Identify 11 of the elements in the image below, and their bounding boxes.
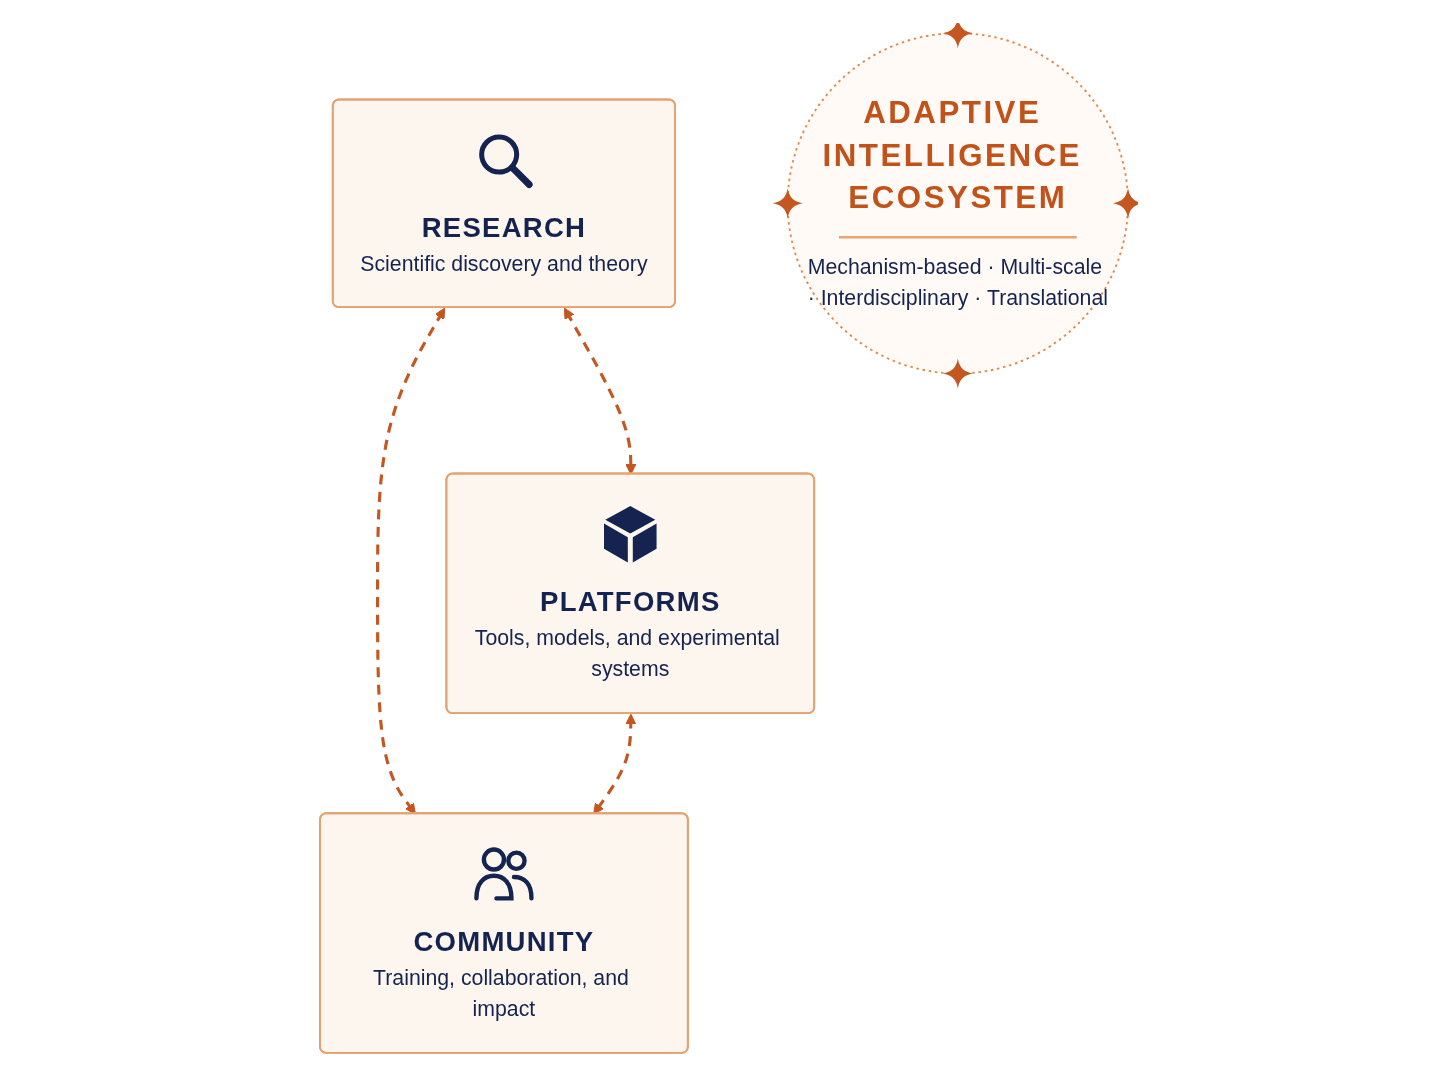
description: Training, collaboration, and impact bbox=[373, 965, 630, 1021]
heading: RESEARCH bbox=[421, 211, 587, 243]
heading: COMMUNITY bbox=[413, 925, 595, 957]
dashed-double-arrow bbox=[593, 713, 637, 815]
dashed-double-arrow bbox=[376, 307, 446, 815]
heading: ADAPTIVE INTELLIGENCE ECOSYSTEM bbox=[822, 94, 1083, 215]
heading: PLATFORMS bbox=[540, 585, 721, 617]
description: Scientific discovery and theory bbox=[360, 251, 648, 276]
dashed-double-arrow bbox=[563, 307, 637, 475]
description: Tools, models, and experimental systems bbox=[474, 625, 781, 682]
description: Mechanism-based · Multi-scale · Interdisciplinary · Translational bbox=[807, 254, 1108, 311]
